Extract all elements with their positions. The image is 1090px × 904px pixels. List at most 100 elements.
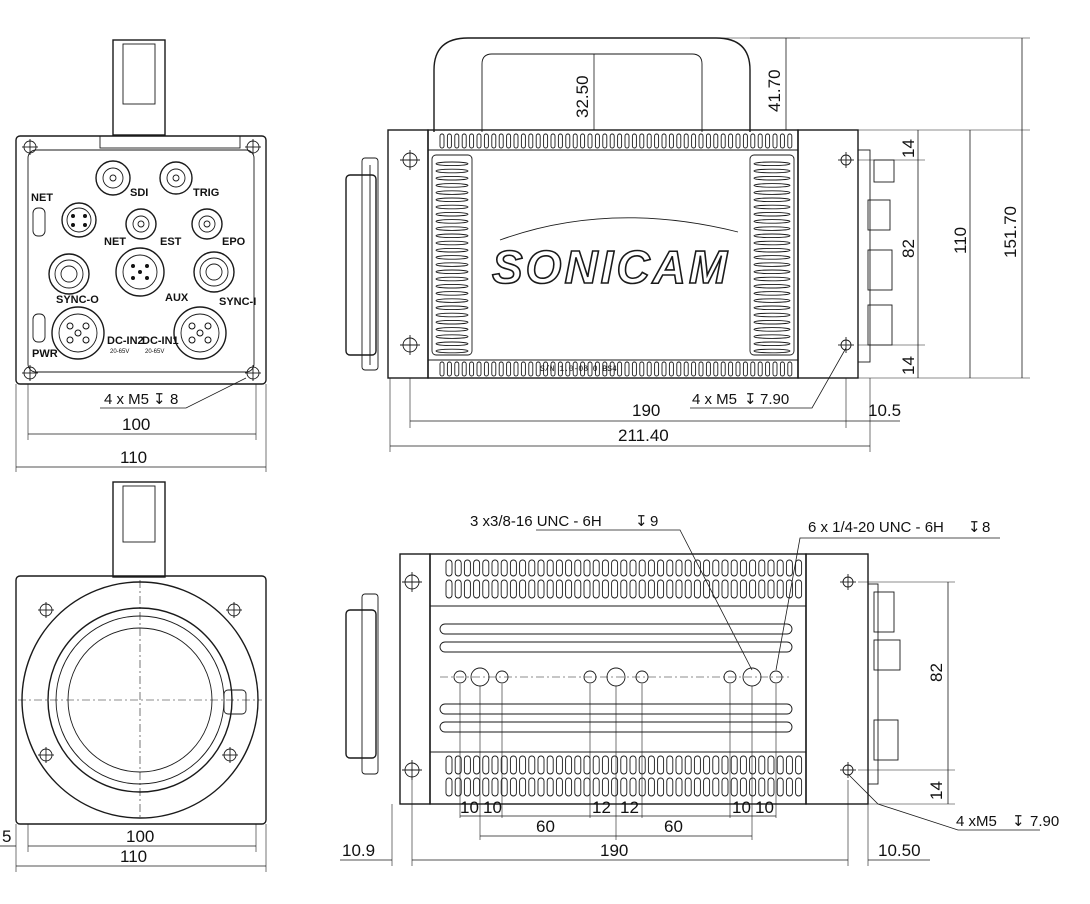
fin-slot (435, 341, 469, 347)
fin-slot (779, 133, 785, 149)
fin-slot (435, 161, 469, 167)
fin-slot (435, 312, 469, 318)
fin-slot (498, 361, 504, 377)
fin-slot (435, 298, 469, 303)
fin-slot (435, 291, 469, 296)
corner-screw-icon (222, 747, 238, 763)
hole-dim-10d: 10 (755, 798, 774, 817)
corner-screw-icon (402, 572, 422, 592)
fin-slot (461, 133, 467, 149)
fin-slot (703, 559, 711, 577)
fin-slot (535, 361, 541, 377)
fin-slot (461, 361, 467, 377)
tripod-hole-small-icon (453, 670, 467, 684)
hole-dim-12a: 12 (592, 798, 611, 817)
side-top-screw-note: 4 x M5 (692, 391, 737, 408)
est-connector-icon (125, 208, 157, 240)
fin-slot (583, 559, 591, 577)
bottom-dim-190: 190 (600, 841, 628, 860)
fin-slot (500, 755, 508, 775)
hole-dim-60b: 60 (664, 817, 683, 836)
fin-slot (498, 133, 504, 149)
fin-slot (583, 579, 591, 599)
corner-screw-icon (38, 747, 54, 763)
fin-slot (795, 579, 803, 599)
fin-slot (758, 559, 766, 577)
fin-slot (491, 133, 497, 149)
fin-slot (435, 233, 469, 239)
fin-slot (712, 559, 720, 577)
fin-slot (620, 777, 628, 797)
bottom-dim-82: 82 (927, 663, 946, 682)
fin-slot (435, 211, 469, 217)
fin-slot (638, 559, 646, 577)
fin-slot (565, 133, 571, 149)
fin-slot (435, 334, 469, 339)
fin-slot (675, 579, 683, 599)
dc-in1-connector-icon (173, 306, 227, 360)
fin-slot (753, 255, 791, 260)
front-view: SDI TRIG NET NET EST EPO SYNC-O AUX SYNC… (15, 39, 267, 472)
dim-mid-span: 82 (899, 239, 918, 258)
fin-slot (463, 559, 471, 577)
fin-slot (668, 133, 674, 149)
fin-slot (720, 133, 726, 149)
fin-slot (767, 579, 775, 599)
fin-slot (753, 226, 791, 231)
fin-slot (528, 559, 536, 577)
net-side-label: NET (31, 192, 53, 204)
fin-slot (555, 777, 563, 797)
fin-slot (594, 361, 600, 377)
fin-slot (463, 579, 471, 599)
aux-label: AUX (165, 292, 189, 304)
dim-bottom-offset: 14 (899, 356, 918, 375)
fin-slot (721, 579, 729, 599)
fin-slot (638, 579, 646, 599)
fin-slot (757, 361, 763, 377)
fin-slot (705, 133, 711, 149)
corner-screw-icon (840, 762, 856, 778)
fin-slot (676, 133, 682, 149)
fin-slot (713, 133, 719, 149)
fin-slot (592, 777, 600, 797)
fin-slot (519, 559, 527, 577)
hole-dim-10c: 10 (732, 798, 751, 817)
corner-screw-icon (402, 760, 422, 780)
fin-slot (739, 777, 747, 797)
fin-slot (445, 559, 453, 577)
fin-slot (629, 579, 637, 599)
fin-slot (543, 133, 549, 149)
hole-dim-10a: 10 (460, 798, 479, 817)
fin-slot (491, 755, 499, 775)
fin-slot (473, 559, 481, 577)
fin-slot (463, 777, 471, 797)
fin-slot (473, 579, 481, 599)
fin-slot (765, 361, 771, 377)
epo-connector-icon (191, 208, 223, 240)
fin-slot (624, 361, 630, 377)
bottom-dim-left-off: 10.9 (342, 841, 375, 860)
corner-screw-icon (400, 335, 420, 355)
fin-slot (629, 777, 637, 797)
dc-in2-connector-icon (51, 306, 105, 360)
fin-slot (629, 559, 637, 577)
epo-label: EPO (222, 236, 246, 248)
fin-slot (500, 777, 508, 797)
dc-in1-label: DC-IN1 (142, 335, 179, 347)
fin-slot (661, 361, 667, 377)
fin-slot (445, 579, 453, 599)
fin-slot (735, 133, 741, 149)
fin-slot (772, 133, 778, 149)
fin-slot (787, 361, 793, 377)
small-thread-note: 6 x 1/4-20 UNC - 6H (808, 519, 944, 536)
fin-slot (463, 755, 471, 775)
fin-slot (435, 305, 469, 311)
rear-view: 100 110 5 (0, 481, 267, 872)
dim-height-total: 151.70 (1001, 206, 1020, 258)
fin-slot (721, 755, 729, 775)
rear-dim-110: 110 (120, 847, 147, 866)
fin-slot (776, 755, 784, 775)
fin-slot (572, 133, 578, 149)
fin-slot (546, 579, 554, 599)
